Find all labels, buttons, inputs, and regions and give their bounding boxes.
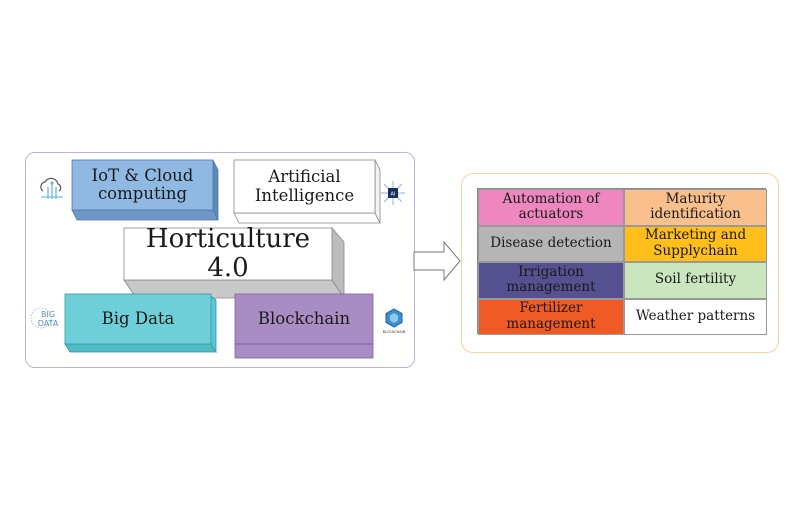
- big-data-label: Big Data: [101, 308, 175, 328]
- cloud-iot-icon: [40, 177, 63, 199]
- app-soil-fertility: Soil fertility: [624, 262, 767, 299]
- svg-text:DATA: DATA: [38, 319, 59, 328]
- app-marketing-supplychain: Marketing and Supplychain: [624, 225, 767, 262]
- blockchain-block-3d: [234, 293, 374, 359]
- big-data-icon: BIG DATA: [30, 307, 59, 329]
- svg-text:BLOCKCHAIN: BLOCKCHAIN: [383, 330, 406, 334]
- big-data-block-3d: [64, 293, 217, 354]
- svg-text:BIG: BIG: [41, 310, 55, 319]
- blockchain-label: Blockchain: [257, 308, 351, 328]
- app-disease-detection: Disease detection: [478, 225, 624, 262]
- app-maturity-identification: Maturity identification: [624, 189, 767, 226]
- ai-label: Artificial Intelligence: [254, 167, 355, 205]
- app-weather-patterns: Weather patterns: [624, 298, 767, 335]
- ai-chip-icon: AI: [381, 181, 405, 205]
- arrow-icon: [413, 240, 461, 282]
- iot-cloud-label: IoT & Cloud computing: [91, 165, 194, 203]
- blockchain-icon: BLOCKCHAIN: [383, 308, 406, 334]
- svg-text:AI: AI: [391, 192, 396, 198]
- applications-grid: Automation of actuators Maturity identif…: [477, 188, 767, 335]
- ai-block-3d: [233, 159, 381, 224]
- center-block-3d: [123, 226, 345, 300]
- app-automation-of-actuators: Automation of actuators: [478, 189, 624, 226]
- app-irrigation-management: Irrigation management: [478, 262, 624, 299]
- app-fertilizer-management: Fertilizer management: [478, 298, 624, 335]
- iot-block-3d: [71, 159, 219, 221]
- center-title: Horticulture 4.0: [145, 224, 311, 283]
